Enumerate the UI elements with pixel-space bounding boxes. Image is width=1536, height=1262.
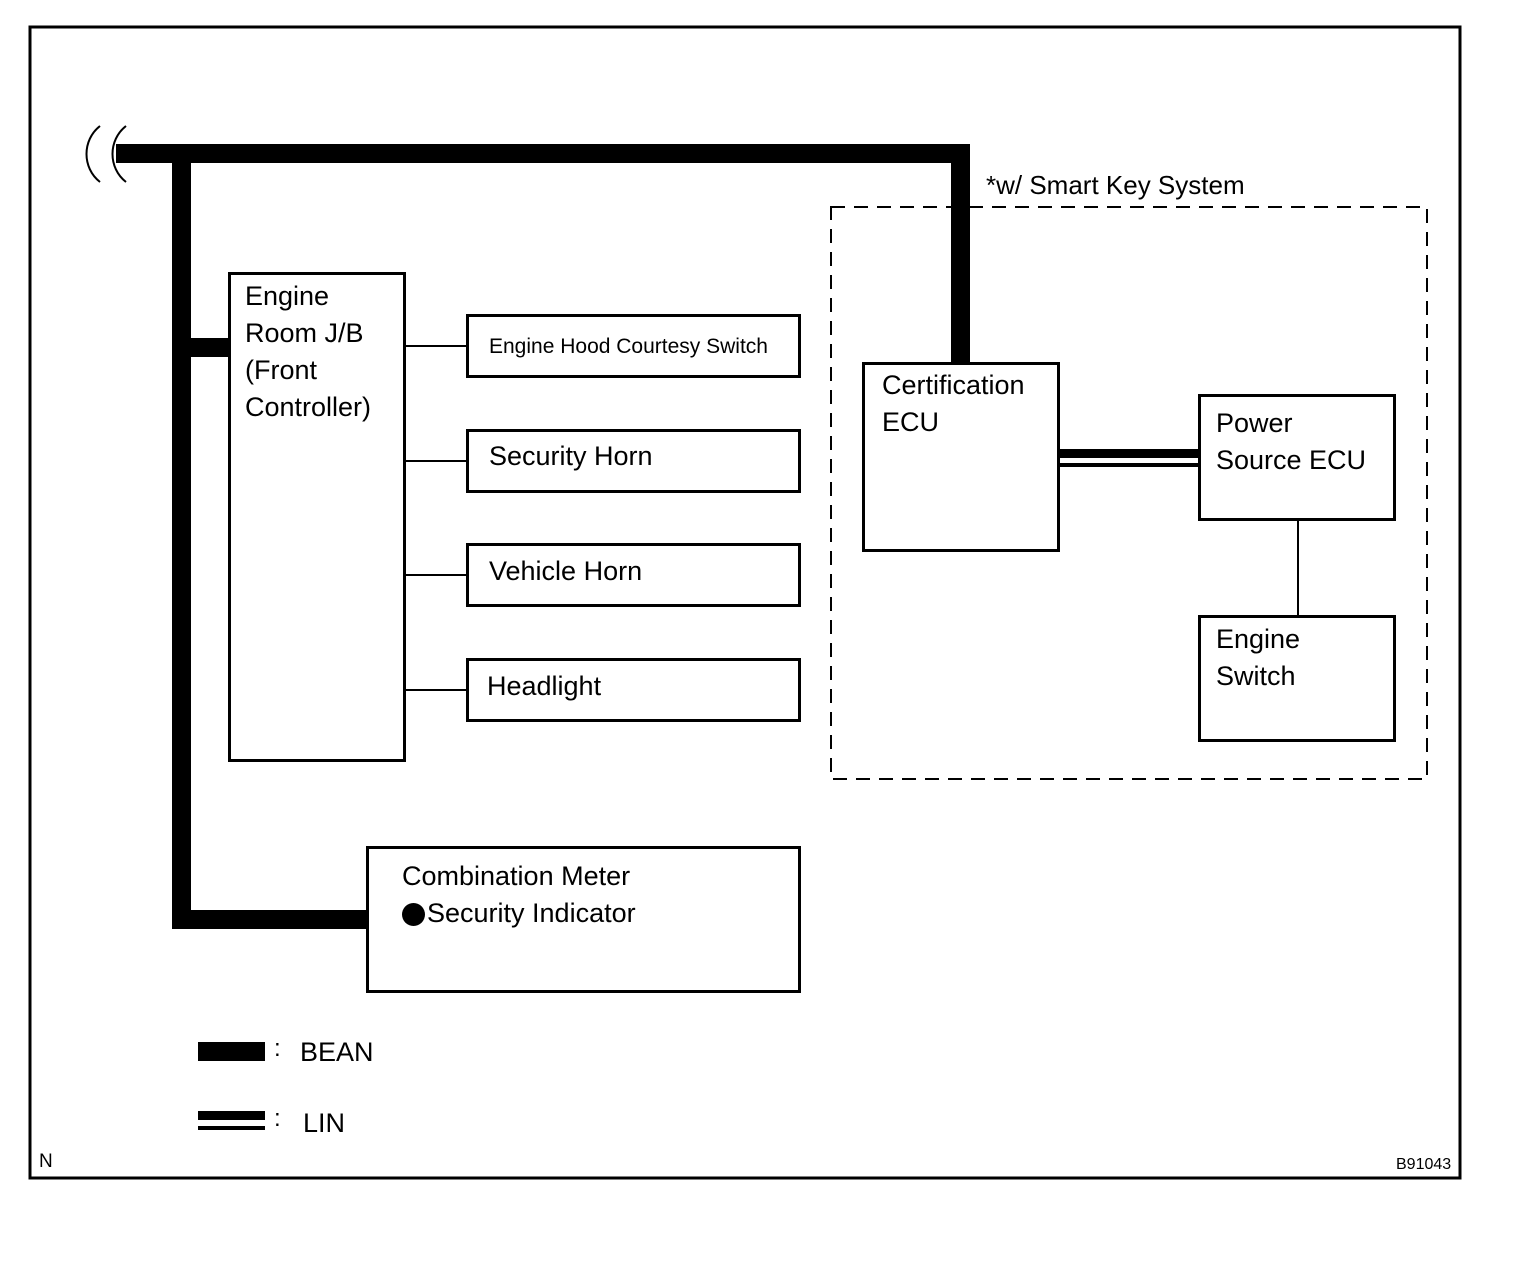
certification-ecu-box xyxy=(862,362,1060,552)
smart-key-group-label: *w/ Smart Key System xyxy=(986,170,1245,200)
corner-mark-left: N xyxy=(39,1151,53,1172)
engine-room-jb-box xyxy=(228,272,406,762)
combination-meter-box xyxy=(366,846,801,993)
engine-switch-label: Engine Switch xyxy=(1216,624,1301,691)
security-horn-box xyxy=(466,429,801,493)
legend-lin-swatch-thin xyxy=(198,1126,265,1130)
legend-bean-swatch xyxy=(198,1042,265,1061)
headlight-box xyxy=(466,658,801,722)
engine-room-jb-label: Engine Room J/B (Front Controller) xyxy=(245,281,372,422)
jb-branch-wires xyxy=(405,345,468,691)
break-mark-left xyxy=(85,125,101,183)
bean-bus xyxy=(116,144,970,929)
diagram-border xyxy=(28,25,1462,1180)
legend-lin-colon: : xyxy=(274,1105,281,1132)
smart-key-group-border xyxy=(830,206,1428,780)
bullet-icon xyxy=(402,903,425,926)
security-horn-label: Security Horn xyxy=(489,441,653,471)
lin-link xyxy=(1058,449,1201,467)
certification-ecu-label: Certification ECU xyxy=(882,370,1025,437)
hood-switch-box xyxy=(466,314,801,378)
vehicle-horn-label: Vehicle Horn xyxy=(489,556,643,586)
legend-bean-label: BEAN xyxy=(300,1037,374,1067)
hood-switch-label: Engine Hood Courtesy Switch xyxy=(489,335,768,358)
break-mark-right xyxy=(111,125,127,183)
legend-lin-label: LIN xyxy=(303,1108,346,1138)
headlight-label: Headlight xyxy=(487,671,602,701)
vehicle-horn-box xyxy=(466,543,801,607)
power-source-ecu-label: Power Source ECU xyxy=(1216,408,1367,475)
legend-bean-colon: : xyxy=(274,1035,281,1062)
figure-code: B91043 xyxy=(1396,1156,1452,1173)
power-source-ecu-box xyxy=(1198,394,1396,521)
engine-switch-box xyxy=(1198,615,1396,742)
combination-meter-label: Combination Meter xyxy=(402,861,631,891)
security-indicator-label: Security Indicator xyxy=(427,898,636,928)
legend-lin-swatch-thick xyxy=(198,1111,265,1120)
